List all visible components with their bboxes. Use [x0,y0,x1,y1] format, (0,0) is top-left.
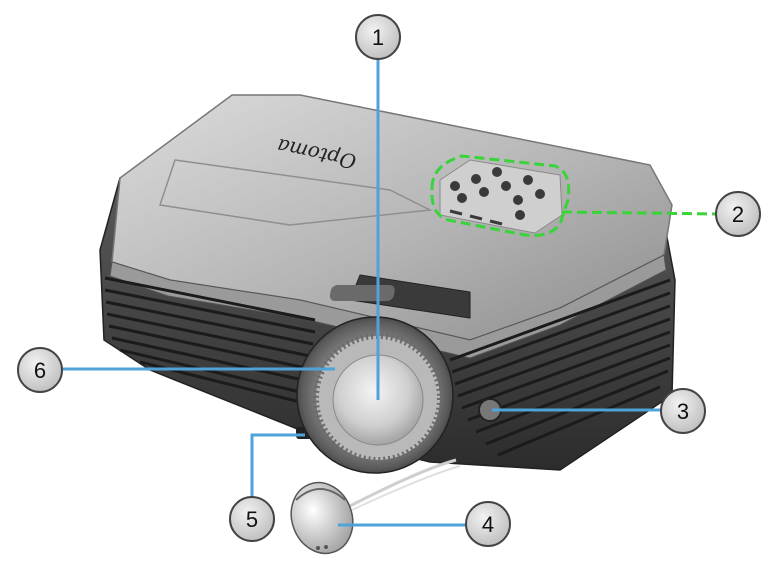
lens-cap-dot [316,546,320,550]
leader-line-5 [250,433,305,497]
projector-body [99,94,676,471]
keypad-button [515,210,525,220]
leader-lines [62,58,719,527]
keypad-button [523,175,533,185]
keypad-button [492,167,502,177]
lens-cap [290,458,461,555]
keypad-led [449,209,463,216]
lens-cap-strap [349,458,457,508]
keypad-highlight [430,154,571,237]
callout-number: 2 [732,202,744,227]
lens-cap-strap [351,465,461,511]
callout-number: 1 [372,25,384,50]
callout-2: 2 [715,191,761,237]
zoom-ring-grip [329,285,395,301]
callout-number: 6 [34,358,46,383]
lens-cap-dot [324,545,328,549]
lamp-cover-seam [159,159,433,226]
control-keypad [430,154,571,237]
callout-6: 6 [17,347,63,393]
callout-5: 5 [229,496,275,542]
callout-number: 5 [246,507,258,532]
projection-lens [296,316,454,474]
callout-number: 4 [482,512,494,537]
keypad-button [479,187,489,197]
keypad-button [535,189,545,199]
keypad-led [469,214,483,221]
keypad-button [471,174,481,184]
keypad-button [450,181,460,191]
left-vent-grille [104,276,316,404]
callout-number: 3 [677,399,689,424]
keypad-button [513,195,523,205]
callout-1: 1 [355,14,401,60]
keypad-button [457,193,467,203]
keypad-button [501,181,511,191]
keypad-led [489,219,503,226]
lens-cap-grip [295,488,346,501]
lens-cap-body [290,481,354,555]
callout-4: 4 [465,501,511,547]
callout-3: 3 [660,388,706,434]
leader-line-2 [561,210,719,216]
